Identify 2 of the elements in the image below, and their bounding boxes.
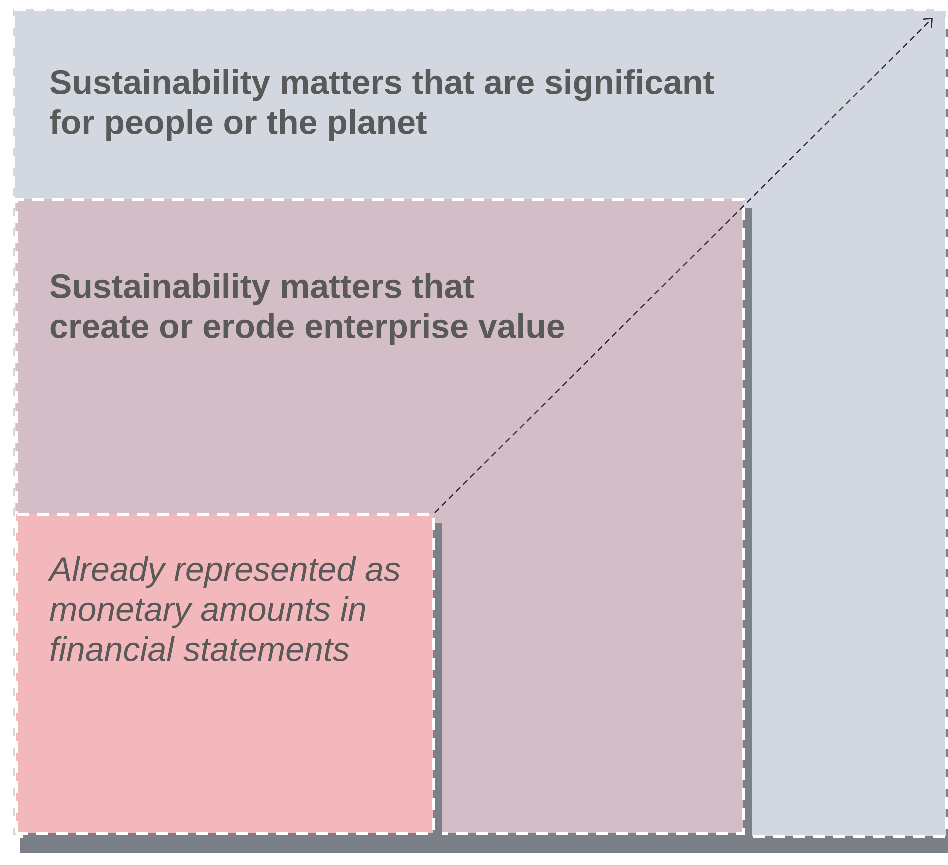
arrow [434, 18, 933, 514]
region-box: Already represented as monetary amounts in financial statements [15, 513, 435, 835]
